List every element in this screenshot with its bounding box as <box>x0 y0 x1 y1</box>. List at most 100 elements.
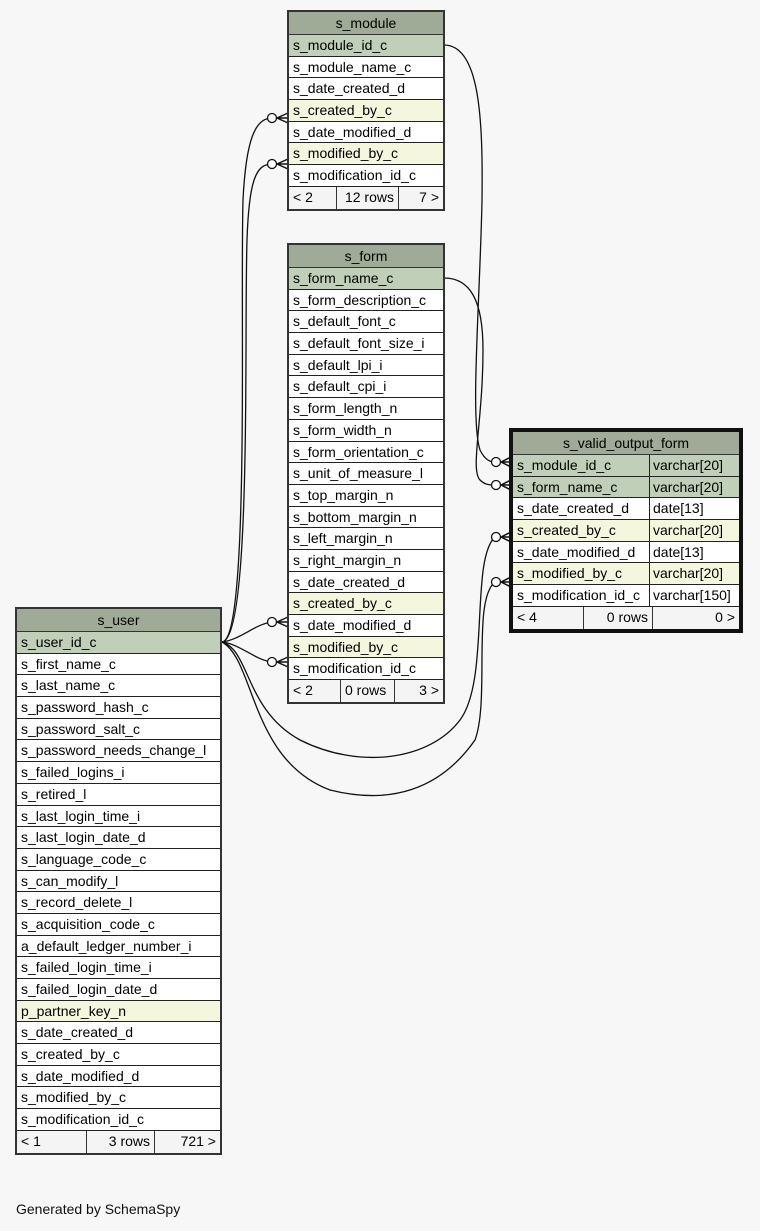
column-name: a_default_ledger_number_i <box>21 937 192 954</box>
column-row[interactable]: s_created_by_c <box>17 1044 220 1066</box>
column-row[interactable]: s_modification_id_c <box>289 165 443 187</box>
children-link[interactable]: 7 > <box>419 188 439 205</box>
column-row[interactable]: s_top_margin_n <box>289 485 443 507</box>
column-name: s_modification_id_c <box>21 1111 144 1128</box>
column-name: s_can_modify_l <box>21 872 119 889</box>
column-name: s_user_id_c <box>21 634 97 650</box>
column-row[interactable]: p_partner_key_n <box>17 1000 220 1023</box>
table-title[interactable]: s_valid_output_form <box>513 432 739 455</box>
optional-marker <box>266 656 278 668</box>
column-row[interactable]: s_date_modified_d <box>17 1066 220 1088</box>
children-link[interactable]: 0 > <box>715 608 735 625</box>
column-row[interactable]: s_form_description_c <box>289 290 443 312</box>
parents-link[interactable]: < 2 <box>289 186 337 209</box>
column-row[interactable]: s_module_name_c <box>289 57 443 79</box>
column-row[interactable]: s_module_id_c varchar[20] <box>513 455 739 477</box>
column-row[interactable]: s_module_id_c <box>289 35 443 57</box>
column-row[interactable]: s_modified_by_c <box>17 1087 220 1110</box>
column-row[interactable]: s_acquisition_code_c <box>17 914 220 936</box>
parents-link[interactable]: < 2 <box>289 680 341 703</box>
column-row[interactable]: s_retired_l <box>17 784 220 806</box>
column-row[interactable]: s_failed_login_date_d <box>17 979 220 1001</box>
column-row[interactable]: s_created_by_c <box>289 100 443 122</box>
column-type: varchar[150] <box>649 585 739 606</box>
column-row[interactable]: s_user_id_c <box>17 632 220 654</box>
optional-marker <box>266 158 278 170</box>
column-row[interactable]: s_default_lpi_i <box>289 355 443 377</box>
column-row[interactable]: s_default_cpi_i <box>289 376 443 399</box>
column-row[interactable]: s_form_orientation_c <box>289 442 443 464</box>
column-row[interactable]: s_default_font_size_i <box>289 333 443 355</box>
column-row[interactable]: s_created_by_c <box>289 593 443 615</box>
column-row[interactable]: s_date_created_d <box>289 78 443 101</box>
table-s-user[interactable]: s_user s_user_id_c s_first_name_c s_last_n… <box>15 607 222 1155</box>
row-count: 3 rows <box>87 1130 155 1153</box>
column-row[interactable]: s_default_font_c <box>289 311 443 334</box>
column-row[interactable]: s_last_login_date_d <box>17 827 220 849</box>
column-row[interactable]: s_form_name_c <box>289 268 443 290</box>
row-count: 0 rows <box>341 680 395 703</box>
column-name: s_date_created_d <box>293 573 406 590</box>
column-row[interactable]: s_language_code_c <box>17 849 220 871</box>
column-name: s_module_id_c <box>517 457 612 473</box>
column-name: s_failed_logins_i <box>21 764 125 781</box>
column-row[interactable]: s_modification_id_c <box>289 658 443 681</box>
column-row[interactable]: a_default_ledger_number_i <box>17 936 220 958</box>
column-name: s_module_id_c <box>293 37 388 53</box>
column-row[interactable]: s_failed_login_time_i <box>17 957 220 979</box>
row-count: 0 rows <box>584 606 653 629</box>
column-row[interactable]: s_form_width_n <box>289 420 443 442</box>
column-name: s_modified_by_c <box>293 145 399 162</box>
column-row[interactable]: s_date_created_d <box>289 572 443 594</box>
column-row[interactable]: s_date_modified_d <box>289 122 443 144</box>
column-row[interactable]: s_modified_by_c <box>289 636 443 659</box>
column-row[interactable]: s_modified_by_c <box>289 143 443 166</box>
column-name: s_acquisition_code_c <box>21 915 155 932</box>
generated-by-label: Generated by SchemaSpy <box>16 1201 181 1217</box>
table-title[interactable]: s_form <box>289 245 443 268</box>
optional-marker <box>490 479 502 491</box>
children-link[interactable]: 3 > <box>419 682 439 699</box>
column-row[interactable]: s_password_salt_c <box>17 719 220 741</box>
column-row[interactable]: s_form_length_n <box>289 398 443 420</box>
column-row[interactable]: s_unit_of_measure_l <box>289 463 443 485</box>
column-row[interactable]: s_can_modify_l <box>17 871 220 893</box>
column-row[interactable]: s_first_name_c <box>17 654 220 676</box>
column-row[interactable]: s_date_created_d <box>17 1022 220 1045</box>
column-row[interactable]: s_left_margin_n <box>289 528 443 550</box>
column-row[interactable]: s_last_name_c <box>17 675 220 698</box>
column-row[interactable]: s_modification_id_c <box>17 1109 220 1131</box>
column-name: s_modified_by_c <box>293 638 399 655</box>
column-row[interactable]: s_right_margin_n <box>289 550 443 572</box>
edge-user-module-created <box>221 117 273 643</box>
column-row[interactable]: s_record_delete_l <box>17 892 220 914</box>
edge-user-form-modified <box>221 641 273 663</box>
children-link[interactable]: 721 > <box>180 1132 216 1149</box>
column-type: varchar[20] <box>649 563 739 585</box>
parents-link[interactable]: < 1 <box>17 1130 87 1153</box>
column-name: s_form_length_n <box>293 400 398 417</box>
table-title[interactable]: s_module <box>289 12 443 35</box>
column-row[interactable]: s_password_hash_c <box>17 697 220 719</box>
column-row[interactable]: s_password_needs_change_l <box>17 740 220 763</box>
column-name: s_first_name_c <box>21 655 116 672</box>
column-row[interactable]: s_date_modified_d <box>289 615 443 637</box>
table-title[interactable]: s_user <box>17 609 220 632</box>
row-count: 12 rows <box>337 186 399 209</box>
column-row[interactable]: s_failed_logins_i <box>17 762 220 784</box>
column-row[interactable]: s_last_login_time_i <box>17 806 220 828</box>
column-type: varchar[20] <box>649 455 739 476</box>
column-name: s_last_name_c <box>21 677 116 694</box>
column-row[interactable]: s_bottom_margin_n <box>289 507 443 529</box>
parents-link[interactable]: < 4 <box>513 606 584 629</box>
table-footer: < 2 0 rows 3 > <box>289 680 443 703</box>
